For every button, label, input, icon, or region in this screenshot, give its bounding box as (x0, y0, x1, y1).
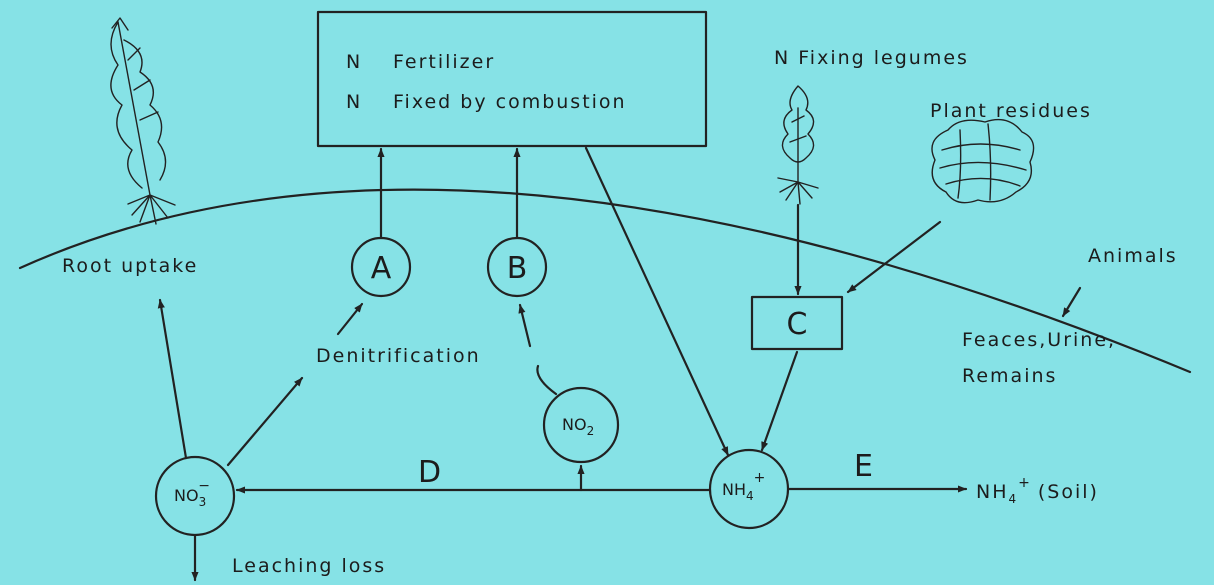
root-uptake-label: Root uptake (62, 255, 198, 277)
source-line1-text: Fertilizer (393, 51, 495, 73)
flow-e-label: E (854, 449, 873, 484)
no2-label: NO2 (562, 415, 594, 438)
n-fixing-legumes-label: N Fixing legumes (774, 47, 969, 69)
nh4-label: NH4+ (722, 470, 765, 503)
n-source-box (316, 10, 708, 148)
flow-arrows (157, 146, 1082, 582)
flow-d-label: D (418, 455, 441, 490)
denitrification-label: Denitrification (316, 345, 481, 367)
arrow-no2-to-b (520, 305, 558, 396)
arrow-denitrification-to-a (336, 302, 364, 336)
arrow-box-to-nh4 (584, 146, 730, 457)
no3-label: NO3− (174, 478, 210, 509)
plant-residues-label: Plant residues (930, 100, 1092, 122)
nh4-soil-label: NH4+(Soil) (976, 475, 1099, 506)
soil-surface-curve (18, 188, 1192, 374)
no2-circle (542, 386, 620, 464)
arrow-animals (1061, 286, 1082, 318)
source-line1-prefix: N (346, 51, 362, 73)
node-b-label: B (507, 251, 528, 286)
plant-residues-sketch-icon (931, 118, 1035, 204)
node-a-label: A (371, 251, 392, 286)
arrow-no3-to-denitrification (226, 376, 304, 467)
plant-sketch-icon (110, 17, 176, 225)
feaces-urine-label: Feaces,Urine, (962, 329, 1116, 351)
source-line2-text: Fixed by combustion (393, 91, 627, 113)
animals-label: Animals (1088, 245, 1178, 267)
arrow-residues-to-c (846, 220, 942, 294)
source-line2-prefix: N (346, 91, 362, 113)
remains-label: Remains (962, 365, 1057, 387)
legume-sketch-icon (777, 85, 819, 205)
node-c-label: C (787, 307, 808, 342)
leaching-loss-label: Leaching loss (232, 555, 386, 577)
arrow-c-to-nh4 (760, 350, 799, 452)
node-c-box (750, 295, 844, 351)
arrow-no3-to-root (157, 298, 188, 460)
